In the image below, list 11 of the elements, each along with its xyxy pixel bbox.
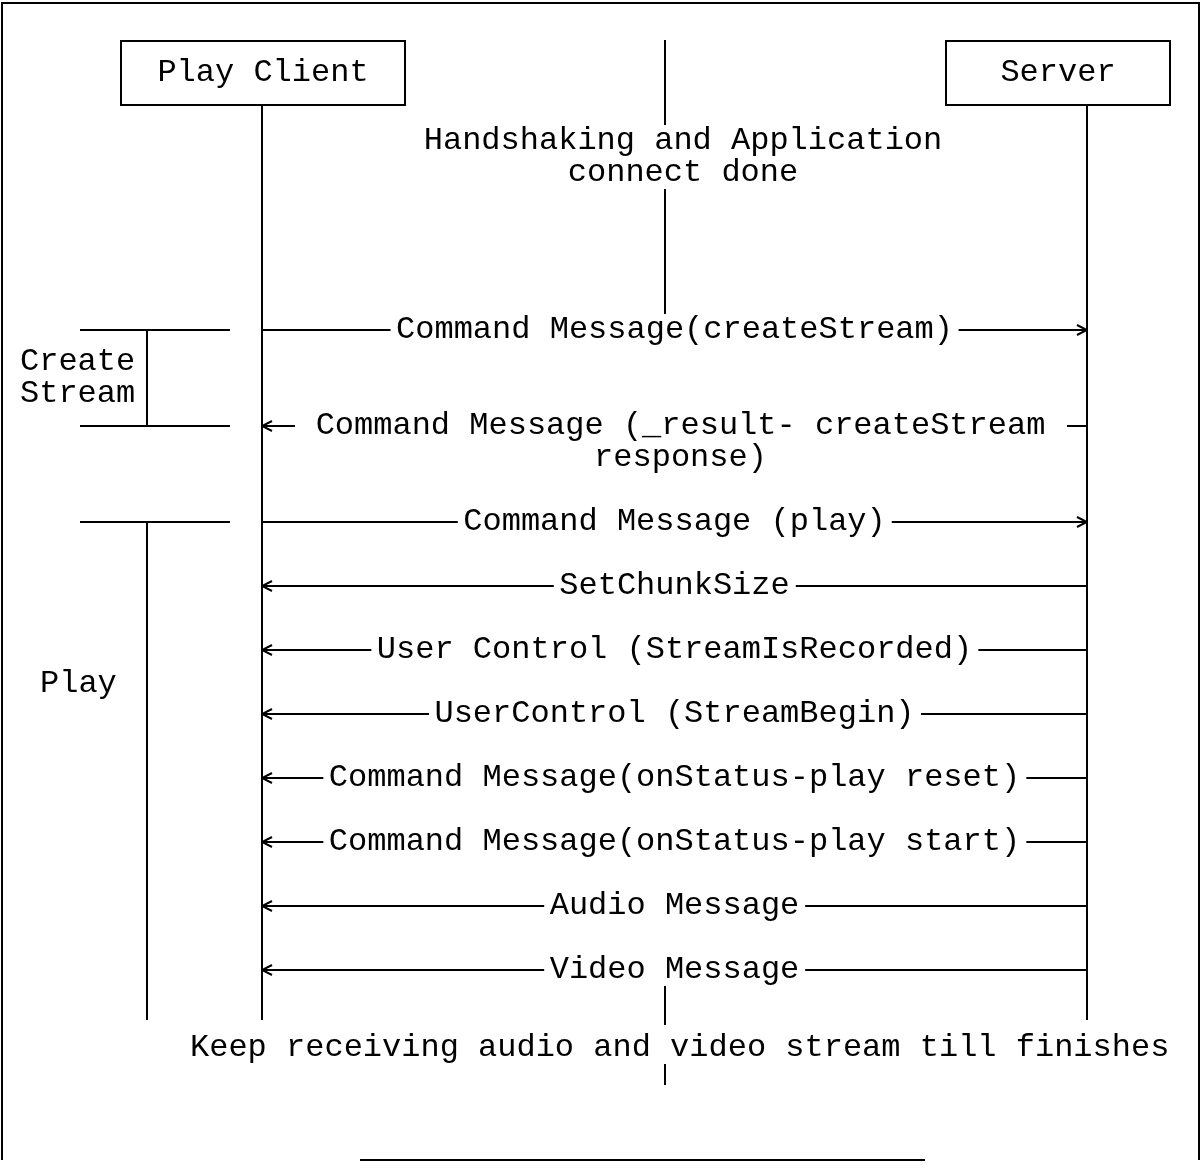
participant-name: Play Client: [157, 57, 369, 89]
message-label: Video Message: [543, 954, 806, 986]
message-label: Command Message(createStream): [390, 314, 959, 346]
message-label: Command Message (play): [457, 506, 892, 538]
message-label: User Control (StreamIsRecorded): [370, 634, 979, 666]
message-label: UserControl (StreamBegin): [428, 698, 921, 730]
message-label: Command Message(onStatus-play start): [322, 826, 1027, 858]
message-label: Command Message(onStatus-play reset): [322, 762, 1027, 794]
participant-name: Server: [1000, 57, 1116, 89]
note-text: Keep receiving audio and video stream till finishes: [190, 1032, 1170, 1064]
message-label: Audio Message: [543, 890, 806, 922]
